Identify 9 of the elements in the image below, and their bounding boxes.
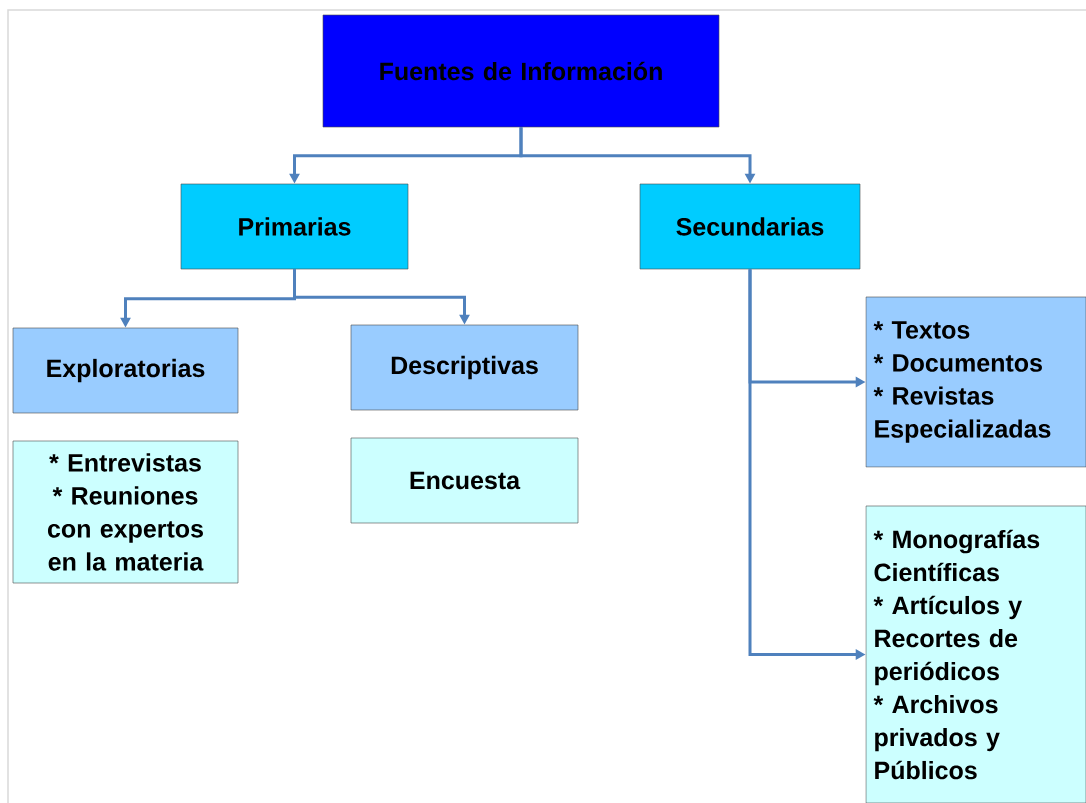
- title-box: Fuentes de Información: [322, 14, 720, 128]
- type-box: Descriptivas: [350, 324, 579, 411]
- source-list-box: * Textos * Documentos * Revistas Especializadas: [865, 296, 1086, 468]
- example-box: Encuesta: [350, 437, 579, 524]
- category-box: Primarias: [180, 183, 409, 270]
- example-box: * Entrevistas * Reuniones con expertos en la materia: [12, 440, 239, 584]
- source-list-box: * Monografías Científicas * Artículos y Recortes de periódicos * Archivos privados y Públicos: [865, 505, 1086, 803]
- type-box: Exploratorias: [12, 327, 239, 414]
- category-box: Secundarias: [639, 183, 861, 270]
